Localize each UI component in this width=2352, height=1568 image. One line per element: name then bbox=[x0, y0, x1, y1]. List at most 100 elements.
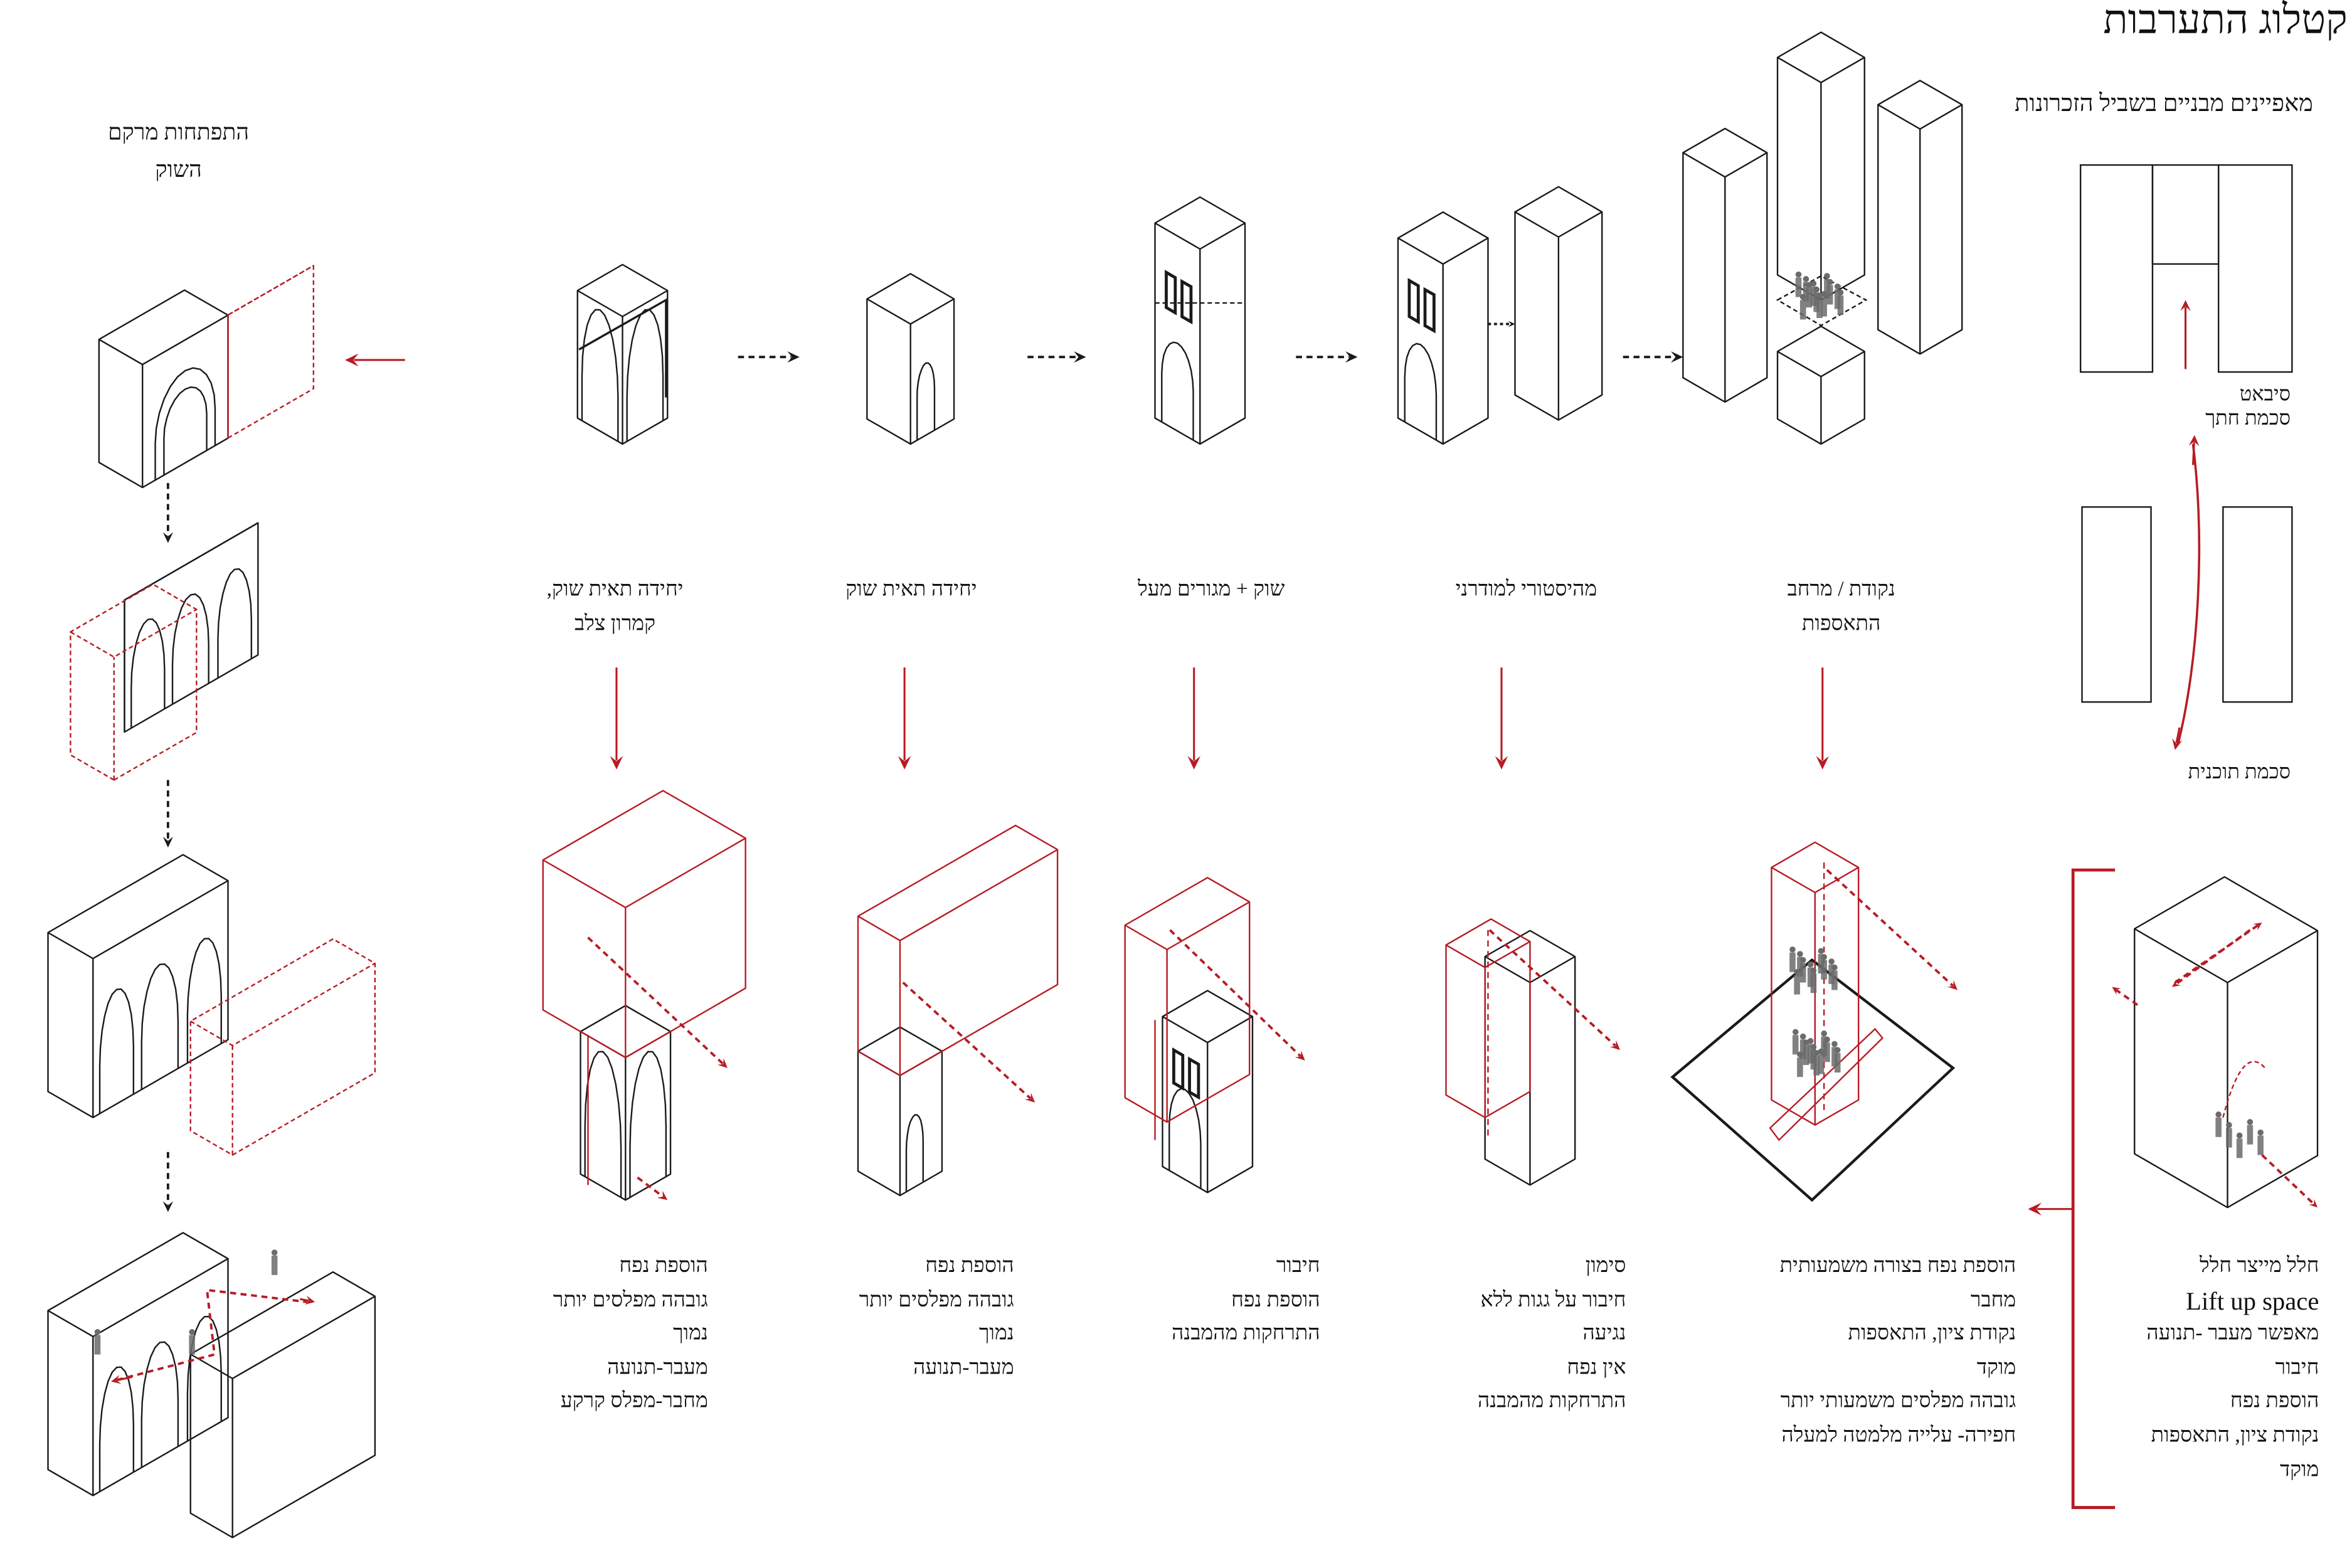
box-edge bbox=[190, 962, 376, 1047]
box-edge bbox=[98, 314, 229, 366]
arch bbox=[186, 938, 222, 1063]
left-heading-line: התפתחות מרקם bbox=[108, 121, 250, 146]
notes-column-2: הוספת נפח גובהה מפלסים יותר נמוך מעבר-תנ… bbox=[859, 1251, 1014, 1387]
window bbox=[1172, 1047, 1185, 1091]
note-line: גובהה מפלסים משמעותי יותר bbox=[1780, 1391, 2016, 1414]
stage-label-line: יחידה תאית שוק bbox=[845, 579, 977, 602]
arrowhead bbox=[2028, 1202, 2042, 1216]
person-body bbox=[1818, 1054, 1825, 1074]
person-body bbox=[1803, 282, 1809, 302]
note-line: נמוך bbox=[673, 1323, 708, 1346]
flow-arrow bbox=[1488, 929, 1616, 1047]
box-edge bbox=[124, 522, 258, 601]
person-body bbox=[1795, 277, 1802, 297]
box-edge bbox=[857, 849, 1058, 941]
person-head bbox=[2236, 1132, 2243, 1139]
note-line: מעבר-תנועה bbox=[607, 1357, 708, 1380]
arrowhead bbox=[1609, 1040, 1620, 1051]
note-line: גובהה מפלסים יותר bbox=[859, 1289, 1014, 1312]
added-volume bbox=[227, 265, 315, 439]
page-title: קטלוג התערבות bbox=[2103, 0, 2348, 42]
box-edge bbox=[1125, 901, 1250, 951]
arrowhead bbox=[1495, 756, 1508, 770]
box-edge bbox=[577, 290, 668, 317]
stage-label-4: מהיסטורי למודרני bbox=[1425, 573, 1628, 608]
person-head bbox=[1818, 1048, 1825, 1055]
arrowhead bbox=[657, 1190, 668, 1200]
market-unit bbox=[866, 273, 955, 445]
cluster-tower-right bbox=[1877, 80, 1963, 355]
notes-column-6: חלל מייצר חלל Lift up space מאפשר מעבר -… bbox=[2146, 1251, 2319, 1488]
arrowhead-up bbox=[2191, 442, 2195, 465]
arch bbox=[629, 1051, 667, 1198]
cluster-tower-center bbox=[1776, 31, 1865, 301]
market-with-housing bbox=[1154, 196, 1246, 445]
note-line: נמוך bbox=[978, 1323, 1014, 1346]
notes-column-5: הוספת נפח בצורה משמעותית מחבר נקודת ציון… bbox=[1780, 1251, 2016, 1454]
arrowhead-down bbox=[2175, 727, 2181, 743]
arrowhead bbox=[2309, 1199, 2318, 1208]
arrowhead bbox=[162, 837, 173, 848]
flow-arrow bbox=[2174, 924, 2259, 984]
person-body bbox=[1794, 975, 1800, 995]
section-rect bbox=[2151, 164, 2220, 265]
vault-arch bbox=[581, 309, 619, 442]
added-volume-frame bbox=[857, 824, 1059, 1076]
person-head bbox=[1794, 968, 1800, 975]
stage-label-2: יחידה תאית שוק bbox=[810, 573, 1012, 608]
note-line: נקודת ציון, התאספות bbox=[1848, 1323, 2016, 1346]
person-head bbox=[1807, 1037, 1814, 1044]
flow-arrow bbox=[637, 1176, 664, 1197]
person-head bbox=[1795, 271, 1802, 278]
stage-label-5: נקודת / מרחב התאספות bbox=[1740, 573, 1942, 642]
box-edge bbox=[47, 1258, 229, 1338]
note-line: נקודת ציון, התאספות bbox=[2151, 1424, 2319, 1448]
stage-label-line: מהיסטורי למודרני bbox=[1455, 579, 1597, 602]
new-building-row bbox=[189, 1271, 376, 1539]
person-body bbox=[1807, 1044, 1814, 1064]
arrowhead bbox=[1025, 1093, 1036, 1103]
arrowhead bbox=[1295, 1051, 1305, 1061]
flow-arrow bbox=[2175, 929, 2251, 985]
arch bbox=[171, 593, 209, 704]
arrowhead bbox=[1816, 756, 1830, 770]
person-head bbox=[1807, 961, 1814, 968]
arch bbox=[98, 988, 135, 1114]
section-rect bbox=[2079, 164, 2154, 373]
stage-label-line: נקודת / מרחב bbox=[1787, 579, 1895, 602]
note-line: חיבור bbox=[1276, 1255, 1320, 1278]
box-edge bbox=[1397, 237, 1489, 265]
flow-arrow bbox=[2116, 989, 2139, 1006]
note-line: חלל מייצר חלל bbox=[2199, 1255, 2319, 1278]
market-row-3 bbox=[47, 854, 229, 1118]
cross-vault-line bbox=[578, 298, 667, 398]
arrowhead bbox=[1508, 320, 1515, 327]
note-line: מוקד bbox=[1976, 1357, 2016, 1380]
arch bbox=[98, 1366, 135, 1492]
arrowhead bbox=[898, 756, 911, 770]
person-body bbox=[1789, 952, 1796, 972]
person-body bbox=[1810, 286, 1817, 306]
box-edge bbox=[1154, 222, 1246, 250]
note-line: הוספת נפח בצורה משמעותית bbox=[1779, 1255, 2016, 1278]
person-body bbox=[1799, 1039, 1806, 1059]
arrowhead bbox=[110, 1375, 122, 1384]
person-body bbox=[1797, 1057, 1803, 1078]
person-head bbox=[1797, 951, 1803, 957]
arrowhead bbox=[2172, 978, 2181, 987]
window bbox=[1188, 1056, 1200, 1100]
person-body bbox=[271, 1255, 278, 1275]
modern-tower bbox=[1484, 930, 1576, 1186]
person-body bbox=[1799, 300, 1806, 320]
person-head bbox=[2247, 1119, 2254, 1125]
stage-label-1: יחידה תאית שוק, קמרון צלב bbox=[510, 573, 720, 642]
flow-arrow bbox=[587, 936, 724, 1065]
bracket bbox=[2071, 868, 2116, 1509]
arrowhead bbox=[345, 353, 359, 367]
arrowhead bbox=[610, 756, 623, 770]
arrowhead bbox=[304, 1295, 315, 1305]
plan-rect bbox=[2222, 506, 2293, 703]
box-edge bbox=[1777, 56, 1865, 83]
added-volume bbox=[70, 583, 198, 781]
